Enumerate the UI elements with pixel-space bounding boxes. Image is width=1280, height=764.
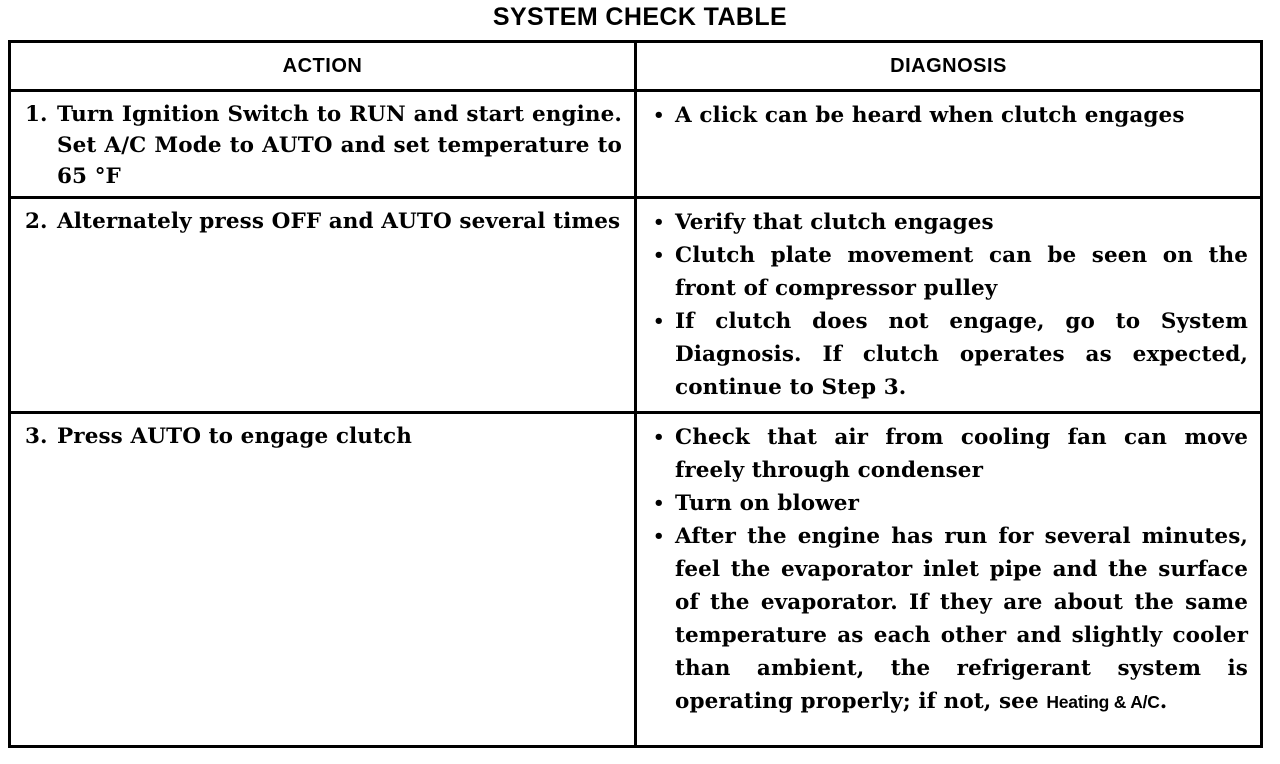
list-item: If clutch does not engage, go to System … [649,305,1248,404]
step-number-2: 2. [25,209,48,234]
cross-reference-link[interactable]: Heating & A/C [1046,692,1160,712]
row-2-diagnosis-cell: Verify that clutch engages Clutch plate … [637,199,1260,411]
list-item: After the engine has run for several min… [649,520,1248,719]
list-item: Clutch plate movement can be seen on the… [649,239,1248,305]
header-cell-diagnosis: DIAGNOSIS [637,43,1260,89]
table-row: 1. Turn Ignition Switch to RUN and start … [11,89,1260,196]
step-text-3: Press AUTO to engage clutch [57,424,412,449]
row-3-diagnosis-cell: Check that air from cooling fan can move… [637,414,1260,745]
step-number-3: 3. [25,424,48,449]
row-1-action-cell: 1. Turn Ignition Switch to RUN and start … [11,92,637,196]
list-item-text: After the engine has run for several min… [675,524,1248,714]
list-item: Check that air from cooling fan can move… [649,421,1248,487]
list-item: Turn on blower [649,487,1248,520]
page-title: SYSTEM CHECK TABLE [492,3,788,31]
column-header-action: ACTION [282,54,363,77]
table-row: 3. Press AUTO to engage clutch Check that… [11,411,1260,745]
diagnosis-list-1: A click can be heard when clutch engages [649,99,1248,132]
step-text-2: Alternately press OFF and AUTO several t… [57,209,621,234]
row-1-diagnosis-cell: A click can be heard when clutch engages [637,92,1260,196]
step-number-1: 1. [25,102,48,127]
column-header-diagnosis: DIAGNOSIS [890,54,1007,77]
row-3-action-cell: 3. Press AUTO to engage clutch [11,414,637,745]
diagnosis-list-3: Check that air from cooling fan can move… [649,421,1248,719]
system-check-table: ACTION DIAGNOSIS 1. Turn Ignition Switch … [8,40,1263,748]
list-item: A click can be heard when clutch engages [649,99,1248,132]
list-item: Verify that clutch engages [649,206,1248,239]
step-text-1: Turn Ignition Switch to RUN and start en… [57,102,622,189]
action-step-1: 1. Turn Ignition Switch to RUN and start … [23,99,622,192]
table-header-row: ACTION DIAGNOSIS [11,43,1260,89]
list-item-text-tail: . [1159,689,1168,714]
action-step-3: 3. Press AUTO to engage clutch [23,421,622,452]
table-row: 2. Alternately press OFF and AUTO several… [11,196,1260,411]
action-step-2: 2. Alternately press OFF and AUTO several… [23,206,622,237]
diagnosis-list-2: Verify that clutch engages Clutch plate … [649,206,1248,404]
row-2-action-cell: 2. Alternately press OFF and AUTO several… [11,199,637,411]
header-cell-action: ACTION [11,43,637,89]
